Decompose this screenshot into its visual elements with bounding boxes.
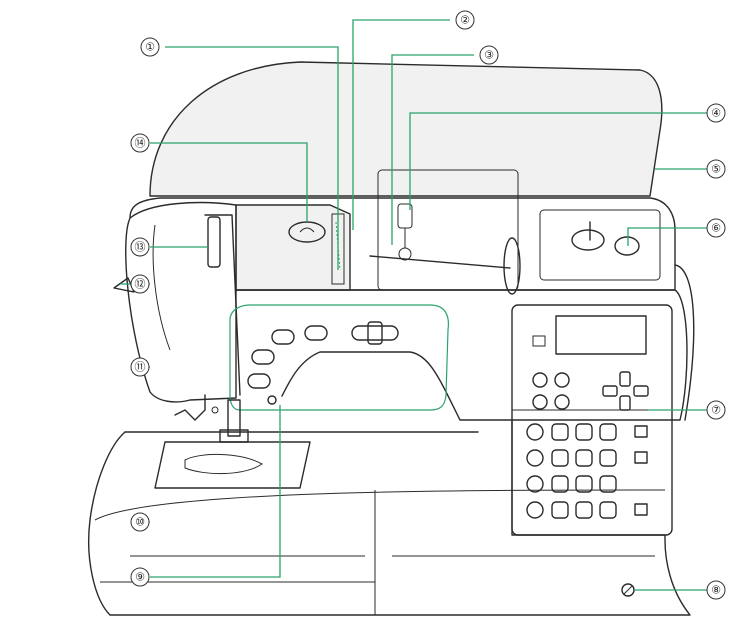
callout-6: ⑥	[706, 218, 726, 238]
upper-thread-area	[235, 204, 351, 291]
dpad-right	[633, 385, 649, 397]
needle-clamp-screw	[267, 395, 277, 405]
callout-label: ⑩	[135, 516, 145, 529]
spool-cap	[503, 237, 521, 295]
panel-round-button	[554, 394, 570, 410]
callout-14: ⑭	[130, 133, 150, 153]
jack-detail	[623, 585, 633, 595]
callout-3: ③	[479, 45, 499, 65]
face-plate	[125, 201, 237, 403]
callout-label: ⑥	[711, 222, 721, 235]
callout-circle	[130, 133, 150, 153]
callout-circle	[706, 400, 726, 420]
lcd-screen	[555, 315, 647, 355]
leader-6	[627, 227, 707, 246]
callout-10: ⑩	[130, 512, 150, 532]
leader-1	[165, 46, 339, 270]
callout-circle	[130, 567, 150, 587]
leader-14	[150, 142, 308, 222]
threader-lever	[207, 216, 221, 268]
panel-round-button	[554, 372, 570, 388]
pattern-buttons-grid	[526, 423, 648, 519]
callout-4: ④	[706, 103, 726, 123]
machine-arm	[235, 289, 688, 421]
screw-detail	[211, 406, 219, 414]
thread-guide-knob	[398, 247, 412, 261]
speed-control-slider	[351, 325, 399, 341]
callout-13: ⑬	[130, 237, 150, 257]
reverse-stitch-button	[304, 325, 328, 341]
spool-pin-rod	[369, 255, 511, 269]
machine-cover	[149, 61, 663, 197]
callout-label: ⑧	[711, 584, 721, 597]
needle-bar	[227, 399, 241, 437]
leader-2	[352, 19, 450, 230]
callout-label: ⑪	[135, 361, 146, 374]
callout-label: ②	[460, 14, 470, 27]
callout-5: ⑤	[706, 159, 726, 179]
callout-circle	[455, 10, 475, 30]
callout-circle	[706, 103, 726, 123]
dpad-up	[619, 371, 631, 387]
leader-9	[150, 405, 281, 578]
leader-3	[391, 54, 474, 245]
operation-buttons-panel	[229, 304, 450, 411]
callout-label: ⑬	[135, 241, 146, 254]
callout-label: ①	[145, 41, 155, 54]
callout-7: ⑦	[706, 400, 726, 420]
callout-circle	[130, 357, 150, 377]
dpad-left	[602, 385, 618, 397]
panel-round-button	[532, 372, 548, 388]
speed-slider-knob	[367, 321, 383, 345]
callout-circle	[706, 218, 726, 238]
machine-top	[129, 197, 676, 291]
leader-4	[409, 112, 707, 210]
sewing-machine-illustration	[88, 61, 695, 616]
callout-11: ⑪	[130, 357, 150, 377]
needle-plate	[154, 441, 311, 489]
callout-circle	[706, 159, 726, 179]
callout-label: ⑫	[135, 278, 146, 291]
callout-circle	[130, 237, 150, 257]
callout-circle	[140, 37, 160, 57]
callout-circle	[479, 45, 499, 65]
callout-label: ③	[484, 49, 494, 62]
dial-detail	[299, 227, 315, 233]
callout-label: ⑨	[135, 571, 145, 584]
callout-label: ⑤	[711, 163, 721, 176]
bobbin-winder-area	[539, 209, 661, 281]
machine-bed	[88, 419, 691, 616]
callout-1: ①	[140, 37, 160, 57]
start-stop-button	[271, 329, 295, 345]
handwheel	[674, 264, 695, 421]
callout-circle	[130, 512, 150, 532]
head-edge	[204, 214, 241, 396]
thread-cutter-button	[247, 373, 271, 389]
callout-8: ⑧	[706, 580, 726, 600]
callout-2: ②	[455, 10, 475, 30]
panel-round-button	[532, 394, 548, 410]
callout-circle	[706, 580, 726, 600]
bobbin-winder-stopper	[614, 236, 640, 256]
callout-circle	[130, 274, 150, 294]
callout-label: ④	[711, 107, 721, 120]
callout-12: ⑫	[130, 274, 150, 294]
panel-small-button	[532, 335, 546, 347]
presser-foot-lever	[174, 394, 206, 421]
callout-9: ⑨	[130, 567, 150, 587]
needle-position-button	[251, 349, 275, 365]
callout-label: ⑭	[135, 137, 146, 150]
dpad-down	[619, 395, 631, 411]
callout-label: ⑦	[711, 404, 721, 417]
bed-curve	[94, 489, 666, 521]
face-plate-curve	[152, 224, 171, 351]
feed-dogs	[184, 453, 263, 475]
bobbin-winder-spindle	[571, 229, 605, 251]
